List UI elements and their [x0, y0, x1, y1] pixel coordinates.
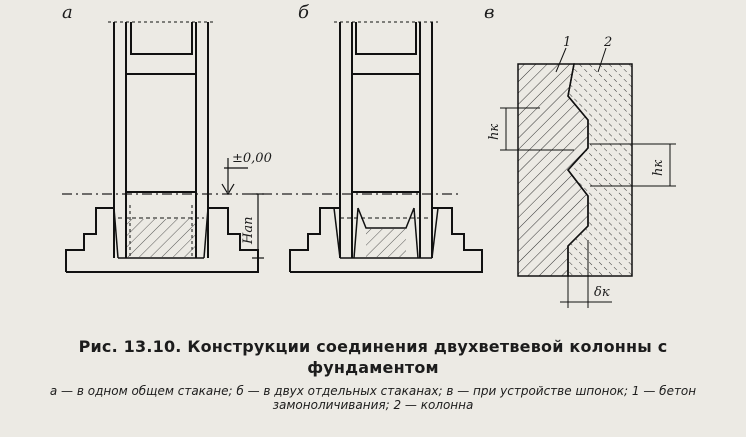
elevation-dimension: [221, 158, 264, 259]
panel-label-b: б: [298, 2, 310, 23]
figure-caption: Рис. 13.10. Конструкции соединения двухв…: [0, 336, 746, 412]
callout-1: 1: [563, 35, 571, 50]
elevation-mark: ±0,00: [232, 151, 272, 166]
figure-drawing: ±0,00 Hап: [62, 2, 676, 308]
panel-label-c: в: [484, 2, 494, 23]
caption-title: Рис. 13.10. Конструкции соединения двухв…: [78, 337, 668, 377]
panel-b-drawing: [289, 21, 483, 273]
panel-c-drawing: [500, 47, 676, 308]
depth-label: Hап: [241, 217, 256, 245]
key-height-label-right: hк: [651, 160, 666, 176]
key-depth-label: δк: [594, 285, 610, 300]
caption-legend: а — в одном общем стакане; б — в двух от…: [49, 384, 697, 412]
key-height-label-left: hк: [487, 124, 502, 140]
callout-2: 2: [603, 35, 612, 50]
panel-label-a: а: [62, 2, 73, 23]
